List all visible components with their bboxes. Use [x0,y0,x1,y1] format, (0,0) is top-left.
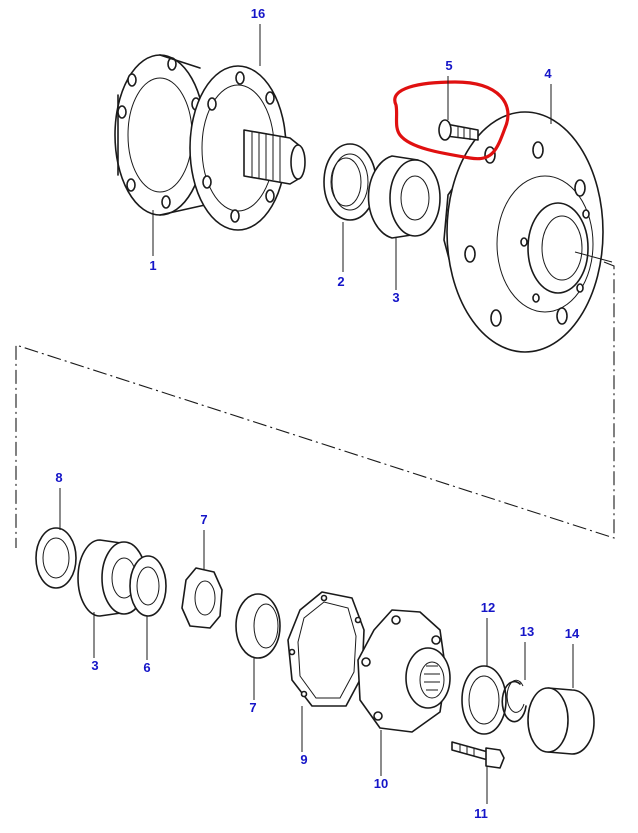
callout-4: 4 [544,66,552,81]
leader-lines [59,24,574,804]
part-1-stub-axle[interactable] [114,54,206,216]
callout-7-lower: 7 [249,700,256,715]
callout-16: 16 [251,6,265,21]
callout-12: 12 [481,600,495,615]
callout-8: 8 [55,470,62,485]
part-9-gasket[interactable] [287,591,365,707]
callout-3-lower: 3 [91,658,98,673]
part-7-nut-lower[interactable] [235,593,281,659]
part-10-drive-flange[interactable] [357,609,451,733]
part-14-hub-cap[interactable] [527,687,595,755]
callout-1: 1 [149,258,156,273]
part-7-nut-upper[interactable] [181,567,223,629]
part-3-bearing-lower[interactable] [77,539,147,617]
part-16-spindle-flange[interactable] [189,65,306,231]
part-3-bearing-upper[interactable] [367,155,441,239]
part-8-seal[interactable] [35,527,77,589]
part-5-wheel-stud[interactable] [438,119,479,141]
callout-11: 11 [474,806,488,821]
callout-7-upper: 7 [200,512,207,527]
callout-5: 5 [445,58,452,73]
part-4-hub[interactable] [443,111,613,353]
callout-13: 13 [520,624,534,639]
callout-9: 9 [300,752,307,767]
callout-3-upper: 3 [392,290,399,305]
callout-10: 10 [374,776,388,791]
part-11-bolt[interactable] [451,741,505,769]
highlight-circle [393,80,510,161]
part-6-spacer[interactable] [129,555,167,617]
callout-2: 2 [337,274,344,289]
assembly-outline [15,261,615,548]
callout-14: 14 [565,626,580,641]
callout-numbers: 16 1 2 3 4 5 8 3 6 7 7 9 10 11 12 13 14 [55,6,580,821]
callout-6: 6 [143,660,150,675]
part-13-circlip[interactable] [501,679,527,723]
part-2-oil-seal[interactable] [323,143,377,221]
part-12-shim[interactable] [461,665,507,735]
